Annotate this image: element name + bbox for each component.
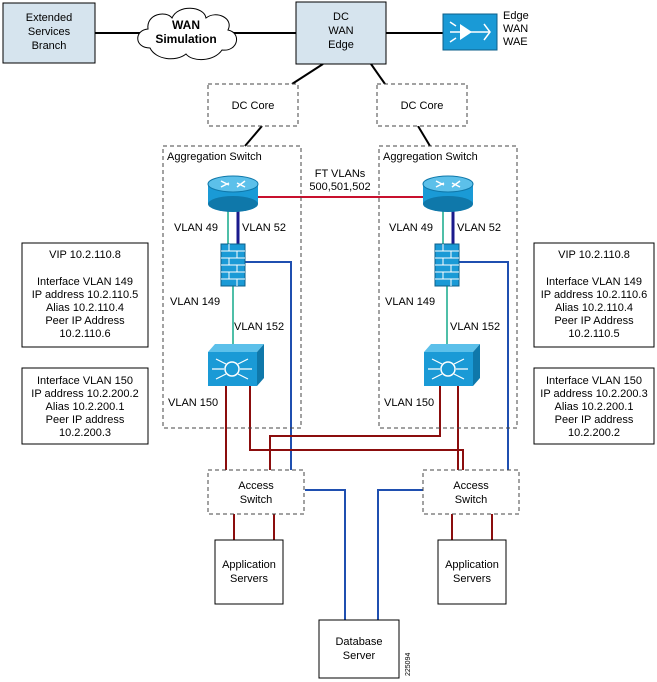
branch-label-1: Extended: [26, 12, 72, 24]
info-line: 10.2.110.6: [59, 328, 110, 340]
dc-core-left: [207, 83, 299, 127]
dc-core-right-label: DC Core: [401, 100, 444, 112]
info-line: IP address 10.2.110.6: [541, 289, 648, 301]
app-right-label-1: Application: [445, 559, 499, 571]
dc-edge-label-2: WAN: [328, 25, 353, 37]
info-line: Interface VLAN 149: [37, 276, 133, 288]
aggregation-left-label: Aggregation Switch: [167, 151, 262, 163]
right-vlan152-label: VLAN 152: [450, 321, 500, 333]
info-line: 10.2.200.3: [59, 427, 111, 439]
access-right-label-1: Access: [453, 480, 489, 492]
app-servers-left: [214, 539, 284, 605]
db-label-2: Server: [343, 650, 376, 662]
dc-core-right: [376, 83, 468, 127]
dc-edge-label-1: DC: [333, 11, 349, 23]
firewall-icon: [434, 243, 460, 287]
access-right-label-2: Switch: [455, 494, 487, 506]
left-vlan149-info: VIP 10.2.110.8 Interface VLAN 149 IP add…: [21, 242, 149, 348]
link-core-agg-left: [244, 125, 263, 147]
dc-wan-edge-node: DC WAN Edge: [295, 1, 387, 65]
link-access-right-db: [377, 489, 423, 620]
access-left-label-2: Switch: [240, 494, 272, 506]
cloud-icon: WAN Simulation: [137, 7, 237, 60]
app-servers-right: [437, 539, 507, 605]
dc-edge-label-3: Edge: [328, 39, 354, 51]
left-vlan49-label: VLAN 49: [174, 222, 218, 234]
app-left-label-2: Servers: [230, 573, 268, 585]
db-label-1: Database: [335, 636, 382, 648]
info-line: Alias 10.2.200.1: [46, 401, 125, 413]
link-right-vlan152: [459, 261, 509, 470]
database-server: [318, 619, 400, 679]
load-balancer-icon: [208, 344, 264, 386]
info-line: IP address 10.2.200.2: [31, 388, 138, 400]
right-vlan49-label: VLAN 49: [389, 222, 433, 234]
left-vlan52-label: VLAN 52: [242, 222, 286, 234]
wae-label-1: Edge: [503, 10, 529, 22]
app-right-label-2: Servers: [453, 573, 491, 585]
load-balancer-icon: [424, 344, 480, 386]
info-line: Alias 10.2.110.4: [555, 302, 633, 314]
branch-node: Extended Services Branch: [2, 2, 96, 64]
info-line: Peer IP Address: [554, 315, 634, 327]
wan-label-1: WAN: [172, 18, 200, 32]
link-left-vlan152: [245, 261, 292, 470]
figure-id: 225094: [405, 653, 412, 676]
router-icon: [422, 175, 474, 212]
left-vlan150-label: VLAN 150: [168, 397, 218, 409]
info-line: Alias 10.2.110.4: [46, 302, 124, 314]
link-dcedge-core-left: [291, 63, 324, 85]
branch-label-3: Branch: [32, 40, 67, 52]
info-line: IP address 10.2.110.5: [32, 289, 139, 301]
left-vlan149-label: VLAN 149: [170, 296, 220, 308]
firewall-icon: [220, 243, 246, 287]
branch-label-2: Services: [28, 26, 71, 38]
right-vlan52-label: VLAN 52: [457, 222, 501, 234]
links: [95, 32, 509, 620]
router-icon: [207, 175, 259, 212]
link-right-lb-access-left: [269, 384, 441, 470]
info-line: IP address 10.2.200.3: [540, 388, 647, 400]
info-line: Peer IP address: [555, 414, 634, 426]
link-left-lb-access-right: [249, 384, 464, 470]
info-line: Peer IP Address: [45, 315, 125, 327]
dc-core-left-label: DC Core: [232, 100, 275, 112]
access-left-label-1: Access: [238, 480, 274, 492]
aggregation-right-label: Aggregation Switch: [383, 151, 478, 163]
info-line: Interface VLAN 150: [37, 375, 133, 387]
info-line: 10.2.200.2: [568, 427, 620, 439]
wae-label-2: WAN: [503, 23, 528, 35]
left-vlan152-label: VLAN 152: [234, 321, 284, 333]
wae-label-3: WAE: [503, 36, 528, 48]
info-line: Peer IP address: [46, 414, 125, 426]
wae-icon: [442, 13, 498, 51]
right-vlan150-info: Interface VLAN 150 IP address 10.2.200.3…: [533, 367, 655, 445]
wan-label-2: Simulation: [155, 32, 216, 46]
right-vlan149-info: VIP 10.2.110.8 Interface VLAN 149 IP add…: [533, 242, 655, 348]
right-vlan149-label: VLAN 149: [385, 296, 435, 308]
info-line: Alias 10.2.200.1: [555, 401, 634, 413]
info-line: VIP 10.2.110.8: [558, 249, 630, 261]
access-switch-right: [422, 469, 520, 515]
info-line: VIP 10.2.110.8: [49, 249, 121, 261]
app-left-label-1: Application: [222, 559, 276, 571]
link-dcedge-core-right: [370, 63, 386, 85]
link-access-left-db: [305, 489, 346, 620]
info-line: Interface VLAN 150: [546, 375, 642, 387]
right-vlan150-label: VLAN 150: [384, 397, 434, 409]
ft-vlans-label: FT VLANs: [315, 168, 366, 180]
access-switch-left: [207, 469, 305, 515]
ft-vlans-ids: 500,501,502: [309, 181, 370, 193]
info-line: 10.2.110.5: [568, 328, 619, 340]
link-core-agg-right: [417, 125, 431, 147]
info-line: Interface VLAN 149: [546, 276, 642, 288]
left-vlan150-info: Interface VLAN 150 IP address 10.2.200.2…: [21, 367, 149, 445]
